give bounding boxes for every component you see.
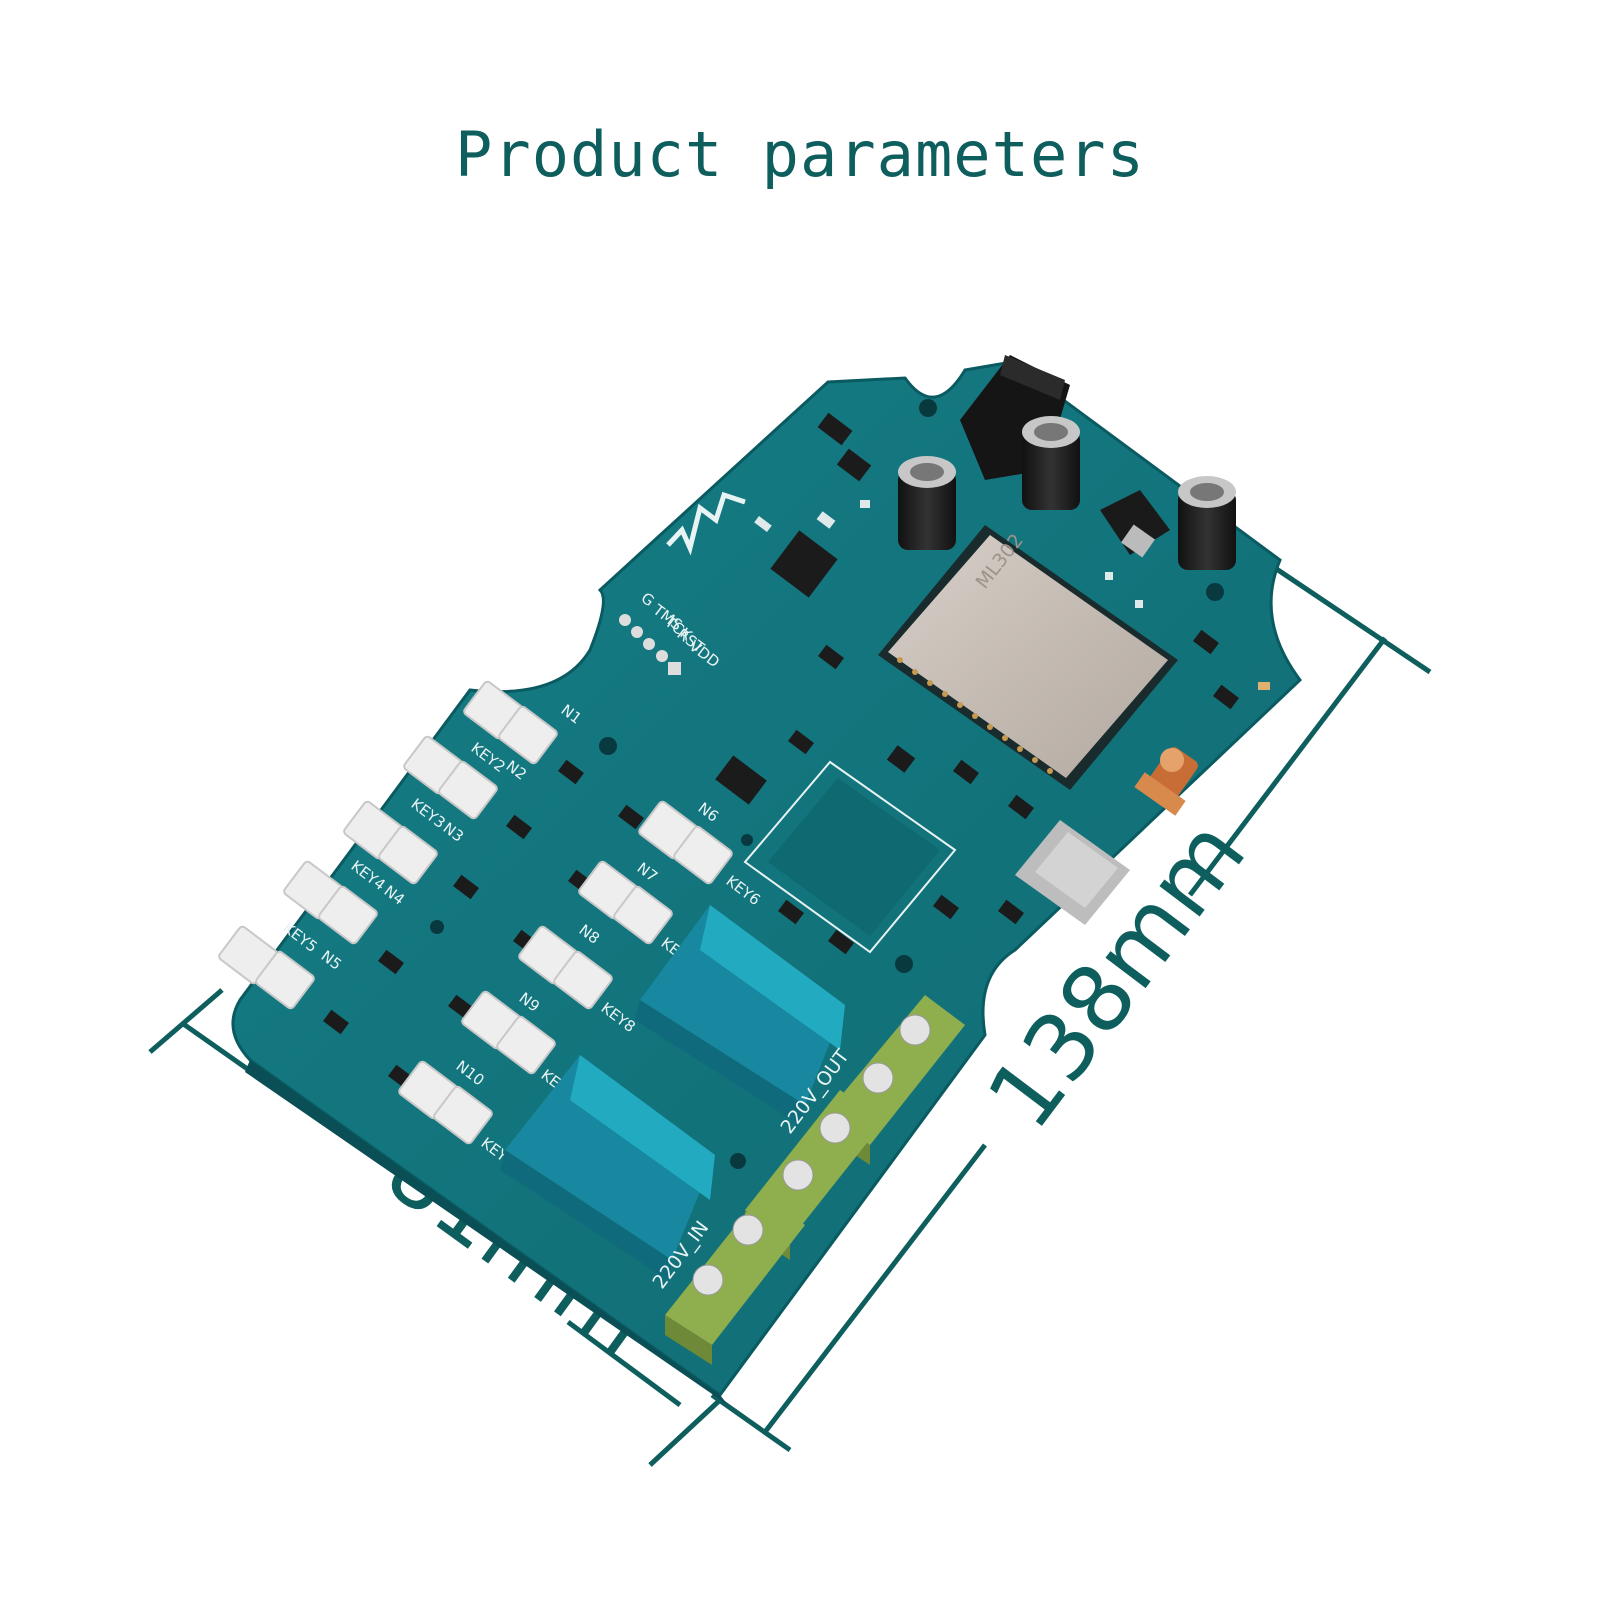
main-ic-footprint (743, 760, 957, 954)
smd-components (323, 412, 1239, 1090)
relay-2 (500, 1055, 715, 1280)
capacitor-1 (898, 456, 956, 550)
terminal-block-in (665, 1195, 805, 1365)
capacitor-2 (1022, 416, 1080, 510)
terminal-block-out (745, 995, 965, 1260)
jst-connectors (218, 680, 733, 1145)
relay-1 (635, 905, 845, 1125)
sma-antenna-connector (1134, 747, 1198, 816)
capacitor-3 (1178, 476, 1236, 570)
voltage-regulator (1100, 490, 1170, 558)
cellular-module: ML302 (878, 525, 1178, 790)
smd-pads (754, 500, 1270, 690)
page-title: Product parameters (455, 118, 1145, 191)
sim-card-slot (1015, 820, 1130, 925)
pcb-antenna (666, 491, 746, 556)
